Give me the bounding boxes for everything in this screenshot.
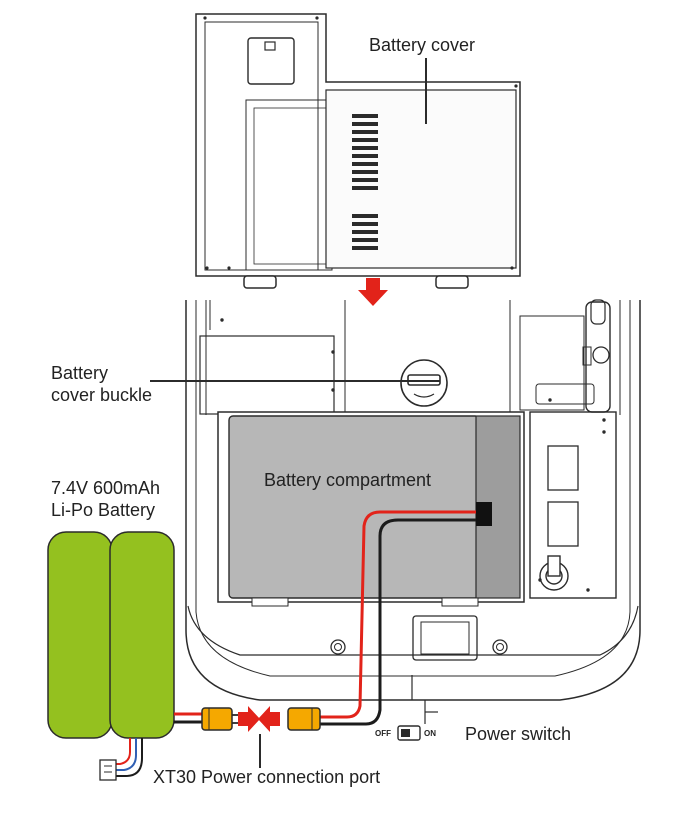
battery-cover-label: Battery cover <box>369 35 476 55</box>
compartment-label: Battery compartment <box>264 470 432 490</box>
xt30-port-label: XT30 Power connection port <box>153 767 381 787</box>
buckle-label-line2: cover buckle <box>51 385 153 405</box>
cover-vents <box>352 114 378 250</box>
chassis <box>185 299 641 724</box>
right-arrow-icon <box>238 706 260 732</box>
xt30-female-port <box>287 707 321 731</box>
power-switch <box>397 725 421 741</box>
switch-on-label: ON <box>424 729 436 738</box>
switch-off-label: OFF <box>375 729 391 738</box>
wire-exit-block <box>476 502 492 526</box>
xt30-male-plug <box>201 707 242 731</box>
knob <box>539 555 569 591</box>
power-wires <box>318 510 484 726</box>
battery-compartment <box>217 411 525 607</box>
battery-spec-line1: 7.4V 600mAh <box>51 478 161 498</box>
balance-lead <box>112 738 143 777</box>
battery-spec-line2: Li-Po Battery <box>51 500 156 520</box>
cover-buckle <box>400 359 448 407</box>
left-arrow-icon <box>258 706 280 732</box>
lipo-battery <box>47 531 175 739</box>
battery-leads <box>174 712 204 724</box>
power-switch-label: Power switch <box>465 724 572 744</box>
buckle-label-line1: Battery <box>51 363 109 383</box>
down-arrow-icon <box>358 278 388 306</box>
balance-connector <box>99 759 117 781</box>
